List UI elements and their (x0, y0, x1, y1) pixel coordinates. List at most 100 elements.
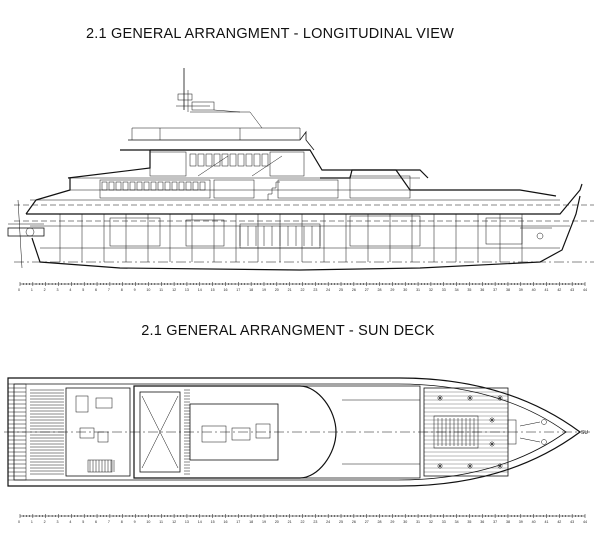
scale-tick-label: 37 (493, 520, 497, 524)
scale-tick-label: 7 (108, 520, 110, 524)
scale-tick-label: 24 (326, 520, 330, 524)
reference-lines (14, 199, 594, 269)
mast (176, 68, 241, 113)
scale-tick-label: 38 (506, 288, 510, 292)
scale-tick-label: 43 (570, 288, 574, 292)
scale-tick-label: 8 (121, 288, 123, 292)
scale-tick-label: 27 (365, 520, 369, 524)
scale-tick-label: 26 (352, 520, 356, 524)
scale-tick-label: 39 (519, 288, 523, 292)
scale-tick-label: 3 (57, 288, 59, 292)
scale-tick-label: 42 (557, 520, 561, 524)
scale-tick-label: 18 (249, 288, 253, 292)
scale-tick-label: 4 (69, 288, 71, 292)
scale-tick-label: 28 (378, 288, 382, 292)
scale-tick-label: 23 (313, 288, 317, 292)
scale-tick-label: 16 (223, 520, 227, 524)
scale-tick-label: 0 (18, 288, 20, 292)
scale-tick-label: 17 (236, 288, 240, 292)
scale-tick-label: 44 (583, 520, 587, 524)
scale-tick-label: 9 (134, 520, 136, 524)
scale-tick-label: 33 (442, 520, 446, 524)
scale-tick-label: 41 (544, 520, 548, 524)
scale-tick-label: 11 (159, 288, 163, 292)
scale-tick-label: 41 (544, 288, 548, 292)
scale-tick-label: 38 (506, 520, 510, 524)
scale-tick-label: 35 (467, 520, 471, 524)
hull (7, 183, 583, 271)
scale-tick-label: 18 (249, 520, 253, 524)
bow-label: SU (581, 430, 588, 436)
scale-tick-label: 20 (275, 288, 279, 292)
scale-tick-label: 27 (365, 288, 369, 292)
scale-tick-label: 37 (493, 288, 497, 292)
scale-tick-label: 19 (262, 288, 266, 292)
scale-tick-label: 36 (480, 288, 484, 292)
scale-tick-label: 29 (390, 520, 394, 524)
scale-tick-label: 29 (390, 288, 394, 292)
scale-tick-label: 3 (57, 520, 59, 524)
scale-tick-label: 25 (339, 520, 343, 524)
scale-tick-label: 17 (236, 520, 240, 524)
scale-tick-label: 31 (416, 520, 420, 524)
scale-tick-label: 33 (442, 288, 446, 292)
scale-tick-label: 0 (18, 520, 20, 524)
scale-tick-label: 35 (467, 288, 471, 292)
scale-tick-label: 19 (262, 520, 266, 524)
scale-tick-label: 14 (198, 288, 202, 292)
scale-tick-label: 5 (82, 288, 84, 292)
scale-tick-label: 15 (211, 288, 215, 292)
scale-tick-label: 14 (198, 520, 202, 524)
scale-tick-label: 20 (275, 520, 279, 524)
main-deck (30, 169, 560, 201)
scale-tick-label: 39 (519, 520, 523, 524)
scale-tick-label: 12 (172, 288, 176, 292)
scale-tick-label: 10 (146, 288, 150, 292)
scale-tick-label: 7 (108, 288, 110, 292)
scale-tick-label: 5 (82, 520, 84, 524)
scale-tick-label: 6 (95, 288, 97, 292)
longitudinal-view-title: 2.1 GENERAL ARRANGMENT - LONGITUDINAL VI… (85, 26, 455, 42)
scale-tick-label: 42 (557, 288, 561, 292)
scale-tick-label: 25 (339, 288, 343, 292)
scale-tick-label: 32 (429, 520, 433, 524)
scale-tick-label: 24 (326, 288, 330, 292)
scale-tick-label: 40 (532, 520, 536, 524)
scale-tick-label: 34 (455, 520, 459, 524)
scale-tick-label: 6 (95, 520, 97, 524)
scale-tick-label: 44 (583, 288, 587, 292)
scale-tick-label: 2 (44, 520, 46, 524)
scale-tick-label: 21 (288, 288, 292, 292)
sun-deck-superstructure (120, 111, 315, 151)
scale-tick-label: 28 (378, 520, 382, 524)
scale-tick-label: 31 (416, 288, 420, 292)
scale-tick-label: 16 (223, 288, 227, 292)
scale-tick-label: 11 (159, 520, 163, 524)
scale-tick-label: 40 (532, 288, 536, 292)
scale-tick-label: 34 (455, 288, 459, 292)
scale-tick-label: 12 (172, 520, 176, 524)
scale-tick-label: 8 (121, 520, 123, 524)
scale-tick-label: 22 (301, 520, 305, 524)
scale-tick-label: 23 (313, 520, 317, 524)
scale-tick-label: 1 (31, 288, 33, 292)
scale-tick-label: 21 (288, 520, 292, 524)
upper-deck (67, 149, 429, 179)
scale-tick-label: 9 (134, 288, 136, 292)
scale-tick-label: 26 (352, 288, 356, 292)
sun-deck-title: 2.1 GENERAL ARRANGMENT - SUN DECK (141, 323, 435, 339)
scale-tick-label: 30 (403, 520, 407, 524)
scale-tick-label: 30 (403, 288, 407, 292)
scale-tick-label: 1 (31, 520, 33, 524)
scale-tick-label: 4 (69, 520, 71, 524)
scale-tick-label: 36 (480, 520, 484, 524)
scale-tick-label: 32 (429, 288, 433, 292)
scale-tick-label: 22 (301, 288, 305, 292)
scale-tick-label: 15 (211, 520, 215, 524)
hull-outline-plan (7, 377, 582, 487)
